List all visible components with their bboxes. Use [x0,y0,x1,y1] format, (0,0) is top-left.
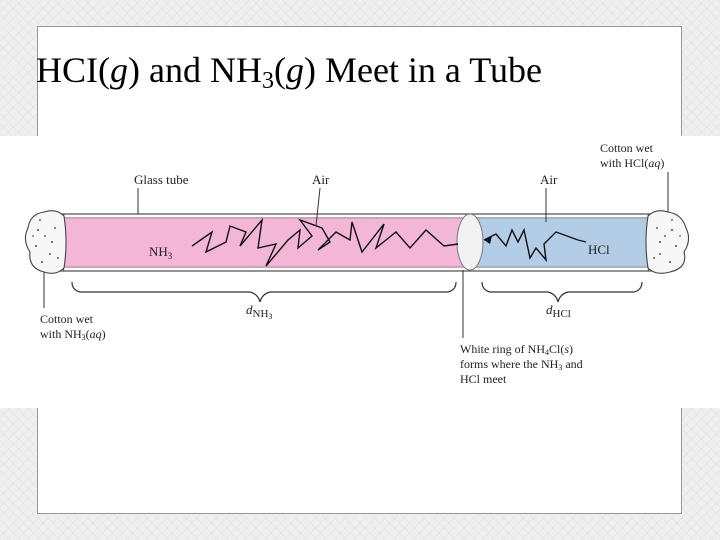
cotton-plug-right [645,210,690,274]
diagram-svg: NH3 HCl Glass tube Air Air Cotton wet wi… [24,141,690,386]
air-left-leader [315,187,321,227]
air-right-label: Air [540,172,558,187]
hcl-region [470,217,648,268]
nh3-distance-label: dNH3 [246,302,272,321]
nh3-diffusion-path [191,217,459,267]
white-ring [456,213,484,271]
cotton-right-label: Cotton wet with HCl(aq) [600,141,664,170]
hcl-label: HCl [588,242,610,257]
hcl-diffusion-path [483,227,579,263]
hcl-path-end [577,239,587,243]
hcl-distance-label: dHCl [546,302,571,320]
air-left-label: Air [312,172,330,187]
nh3-region [62,217,470,268]
nh3-label: NH3 [149,244,173,261]
cotton-left-label: Cotton wet with NH3(aq) [40,312,106,342]
hcl-distance-bracket [481,281,643,303]
nh3-distance-bracket [71,281,457,303]
slide-title: HCI(g) and NH3(g) Meet in a Tube [36,50,542,94]
glass-tube-label: Glass tube [134,172,189,187]
cotton-plug-left [24,210,67,274]
diffusion-diagram: NH3 HCl Glass tube Air Air Cotton wet wi… [0,136,720,408]
hcl-arrowhead [484,236,492,244]
white-ring-label: White ring of NH4Cl(s) forms where the N… [460,342,586,386]
